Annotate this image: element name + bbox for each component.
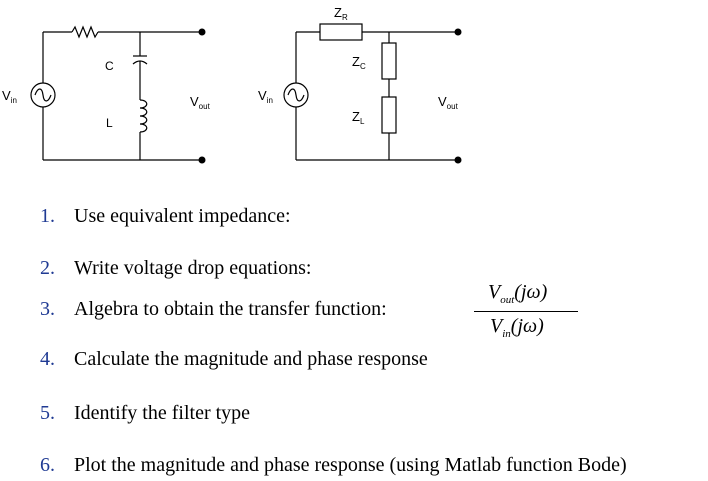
denominator-v: V (490, 315, 503, 337)
inductor-label: L (106, 116, 113, 130)
step-item: 5. Identify the filter type (40, 402, 250, 424)
sine-icon (287, 88, 305, 102)
step-item: 4. Calculate the magnitude and phase resp… (40, 348, 428, 370)
step-text: Write voltage drop equations: (74, 257, 312, 279)
capacitor-label: C (105, 59, 114, 73)
inductor-symbol (139, 99, 148, 133)
step-item: 6. Plot the magnitude and phase response … (40, 454, 627, 476)
denominator-subscript: in (502, 328, 511, 340)
numerator-subscript: out (500, 294, 515, 306)
step-number: 6. (40, 454, 55, 476)
vout-label: Vout (190, 94, 211, 111)
step-item: 2. Write voltage drop equations: (40, 257, 311, 279)
fraction-denominator: Vin(jω) (490, 315, 544, 340)
step-text: Plot the magnitude and phase response (u… (74, 454, 627, 476)
resistor-symbol (71, 25, 99, 39)
step-number: 5. (40, 402, 55, 424)
circuit-1 (30, 25, 206, 164)
output-terminal (198, 156, 206, 164)
circuit-1-labels: Vin C L Vout (2, 59, 211, 130)
vin-label: Vin (2, 88, 17, 105)
step-item: 1. Use equivalent impedance: (40, 205, 291, 227)
step-item: 3. Algebra to obtain the transfer functio… (40, 298, 387, 320)
step-number: 3. (40, 298, 55, 320)
step-number: 1. (40, 205, 55, 227)
circuit-2 (283, 23, 462, 164)
vout-label: Vout (438, 94, 459, 111)
numerator-argument: (jω) (514, 281, 548, 303)
step-text: Use equivalent impedance: (74, 205, 291, 227)
fraction-bar (474, 311, 578, 312)
fraction-numerator: Vout(jω) (488, 281, 548, 306)
output-terminal (198, 28, 206, 36)
step-text: Identify the filter type (74, 402, 251, 424)
sine-icon (34, 88, 52, 102)
step-number: 2. (40, 257, 55, 279)
step-text: Algebra to obtain the transfer function: (74, 298, 387, 320)
zl-label: ZL (352, 109, 365, 126)
denominator-argument: (jω) (510, 315, 544, 337)
circuit-2-labels: ZR ZC ZL Vin Vout (258, 5, 459, 126)
step-number: 4. (40, 348, 55, 370)
vin-label: Vin (258, 88, 273, 105)
numerator-v: V (488, 281, 501, 303)
step-text: Calculate the magnitude and phase respon… (74, 348, 428, 370)
transfer-function-fraction: Vout(jω) Vin(jω) (474, 281, 584, 345)
zc-label: ZC (352, 54, 366, 71)
output-terminal (454, 156, 462, 164)
zr-label: ZR (334, 5, 348, 22)
output-terminal (454, 28, 462, 36)
